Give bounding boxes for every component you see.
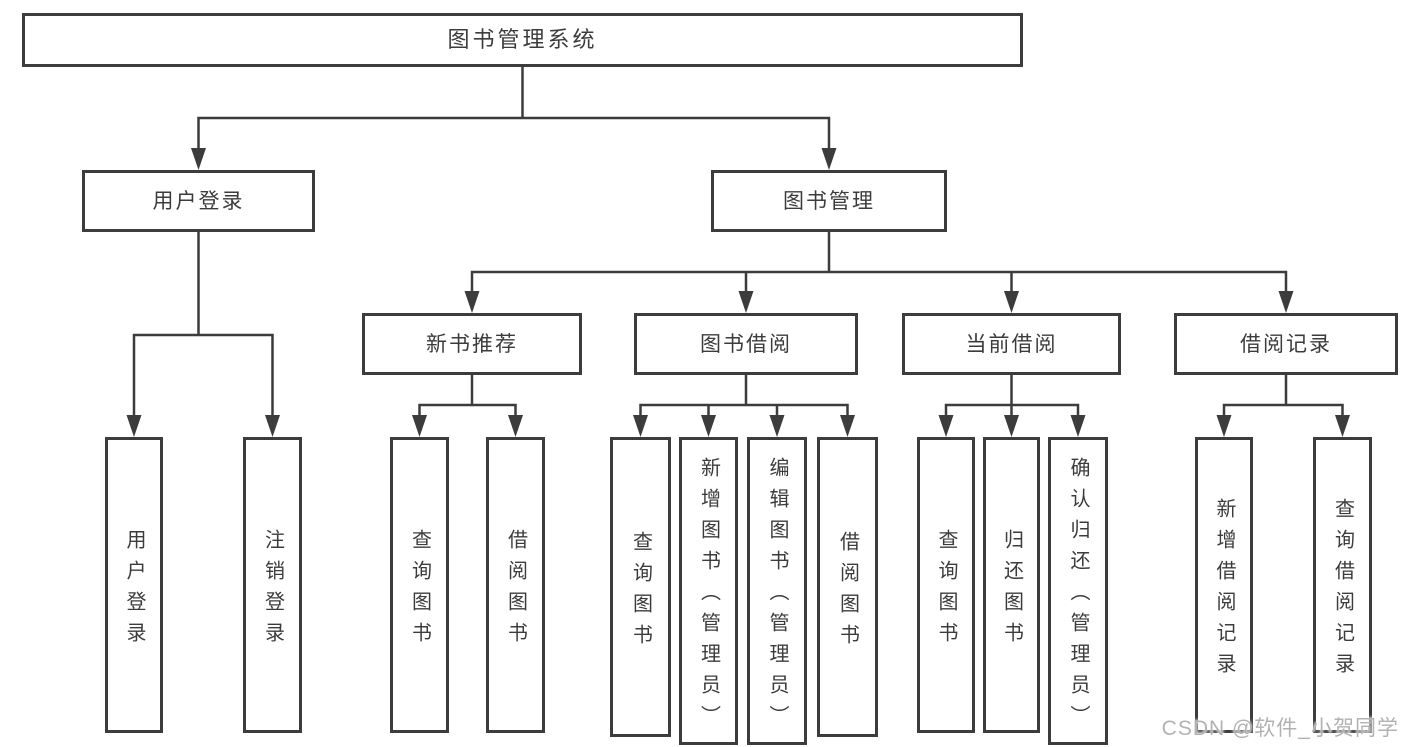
node-label: 新增借阅记录 bbox=[1213, 497, 1235, 684]
watermark: CSDN @软件_小贺同学 bbox=[1161, 717, 1399, 740]
node-label: 新增图书（管理员） bbox=[697, 457, 720, 736]
node-label: 借阅图书 bbox=[836, 530, 859, 655]
node-label: 编辑图书（管理员） bbox=[766, 457, 788, 736]
tree-edges bbox=[132, 65, 1344, 422]
leaf-borrow-books-borrowing: 借阅图书 bbox=[817, 437, 878, 737]
node-label: 用户登录 bbox=[123, 528, 145, 653]
leaf-query-books-current: 查询图书 bbox=[917, 437, 975, 733]
node-label: 查询图书 bbox=[408, 528, 431, 653]
node-label: 查询图书 bbox=[629, 530, 652, 655]
node-library-management-system: 图书管理系统 bbox=[22, 13, 1023, 67]
node-label: 借阅记录 bbox=[1240, 332, 1332, 356]
node-label: 图书管理系统 bbox=[447, 27, 598, 52]
node-new-book-recommendation: 新书推荐 bbox=[362, 313, 582, 375]
node-label: 确认归还（管理员） bbox=[1067, 457, 1089, 736]
leaf-user-login: 用户登录 bbox=[105, 437, 163, 733]
node-borrowing-records: 借阅记录 bbox=[1174, 313, 1398, 375]
node-book-borrowing: 图书借阅 bbox=[634, 313, 858, 375]
node-label: 归还图书 bbox=[1000, 528, 1023, 653]
leaf-return-books: 归还图书 bbox=[983, 437, 1040, 733]
node-label: 查询图书 bbox=[935, 528, 957, 653]
leaf-query-borrow-record: 查询借阅记录 bbox=[1313, 437, 1372, 733]
leaf-add-book-admin: 新增图书（管理员） bbox=[679, 437, 738, 745]
leaf-add-borrow-record: 新增借阅记录 bbox=[1195, 437, 1253, 733]
node-label: 图书借阅 bbox=[700, 332, 792, 356]
node-label: 当前借阅 bbox=[965, 332, 1058, 356]
node-label: 查询借阅记录 bbox=[1331, 497, 1354, 684]
leaf-confirm-return-admin: 确认归还（管理员） bbox=[1048, 437, 1108, 745]
leaf-query-books-recommendation: 查询图书 bbox=[390, 437, 449, 733]
node-label: 借阅图书 bbox=[504, 528, 527, 653]
leaf-query-books-borrowing: 查询图书 bbox=[610, 437, 671, 737]
node-current-borrowing: 当前借阅 bbox=[902, 313, 1121, 375]
leaf-borrow-books-recommendation: 借阅图书 bbox=[486, 437, 545, 733]
node-book-management: 图书管理 bbox=[711, 170, 947, 232]
leaf-edit-book-admin: 编辑图书（管理员） bbox=[747, 437, 807, 745]
node-label: 用户登录 bbox=[152, 189, 245, 213]
node-label: 图书管理 bbox=[783, 189, 875, 213]
node-user-login: 用户登录 bbox=[82, 170, 315, 232]
leaf-logout-login: 注销登录 bbox=[243, 437, 302, 733]
node-label: 注销登录 bbox=[261, 528, 284, 653]
node-label: 新书推荐 bbox=[426, 332, 518, 356]
